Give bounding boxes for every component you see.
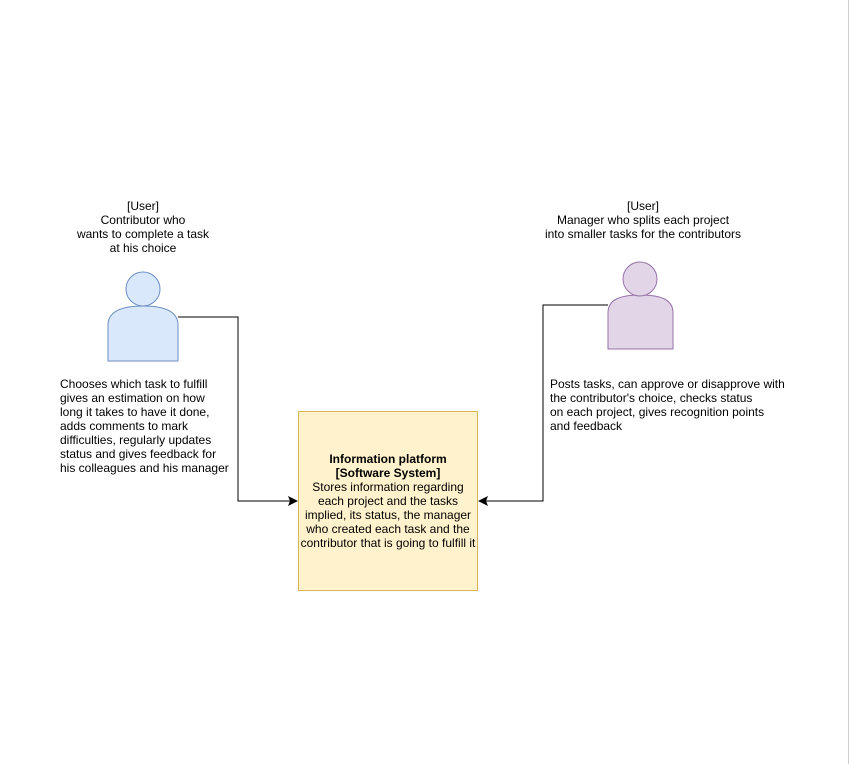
manager-person-body (607, 294, 674, 350)
system-desc-line: each project and the tasks (317, 494, 459, 508)
contributor-desc-line: status and gives feedback for (60, 447, 217, 461)
system-desc-line: Stores information regarding (312, 480, 464, 494)
manager-person-icon[interactable] (607, 261, 674, 350)
contributor-desc-line: his colleagues and his manager (60, 461, 229, 475)
contributor-person-icon[interactable] (107, 271, 179, 362)
manager-to-system-connector (478, 304, 608, 506)
system-desc-line: implied, its status, the manager (304, 508, 472, 522)
manager-role-tag: [User] (626, 199, 659, 213)
contributor-desc-line: gives an estimation on how (60, 391, 205, 405)
canvas-edge (848, 0, 849, 764)
contributor-title-line-2: wants to complete a task (76, 227, 210, 241)
contributor-person-head (125, 271, 161, 307)
contributor-person-body (107, 305, 179, 362)
contributor-role-tag: [User] (126, 199, 159, 213)
manager-relationship-label: Posts tasks, can approve or disapprove w… (550, 377, 800, 433)
contributor-desc-line: difficulties, regularly updates (60, 433, 212, 447)
contributor-header-label: [User] Contributor who wants to complete… (48, 199, 238, 255)
system-type-label: [Software System] (335, 466, 441, 480)
manager-title-line-2: into smaller tasks for the contributors (544, 227, 742, 241)
manager-desc-line: and feedback (550, 419, 623, 433)
manager-desc-line: Posts tasks, can approve or disapprove w… (550, 377, 785, 391)
contributor-relationship-label: Chooses which task to fulfill gives an e… (60, 377, 240, 475)
manager-desc-line: the contributor's choice, checks status (550, 391, 753, 405)
contributor-title-line-3: at his choice (109, 241, 177, 255)
contributor-to-system-connector (178, 316, 298, 506)
manager-header-label: [User] Manager who splits each project i… (500, 199, 786, 241)
system-desc-line: contributor that is going to fulfill it (300, 536, 476, 550)
contributor-desc-line: adds comments to mark (60, 419, 189, 433)
contributor-title-line-1: Contributor who (100, 213, 186, 227)
contributor-desc-line: Chooses which task to fulfill (60, 377, 208, 391)
manager-desc-line: on each project, gives recognition point… (550, 405, 765, 419)
manager-person-head (622, 261, 658, 297)
system-desc-line: who created each task and the (306, 522, 470, 536)
manager-title-line-1: Manager who splits each project (556, 213, 730, 227)
system-title: Information platform (329, 452, 447, 466)
contributor-desc-line: long it takes to have it done, (60, 405, 210, 419)
software-system-box[interactable]: Information platform [Software System] S… (298, 411, 478, 591)
